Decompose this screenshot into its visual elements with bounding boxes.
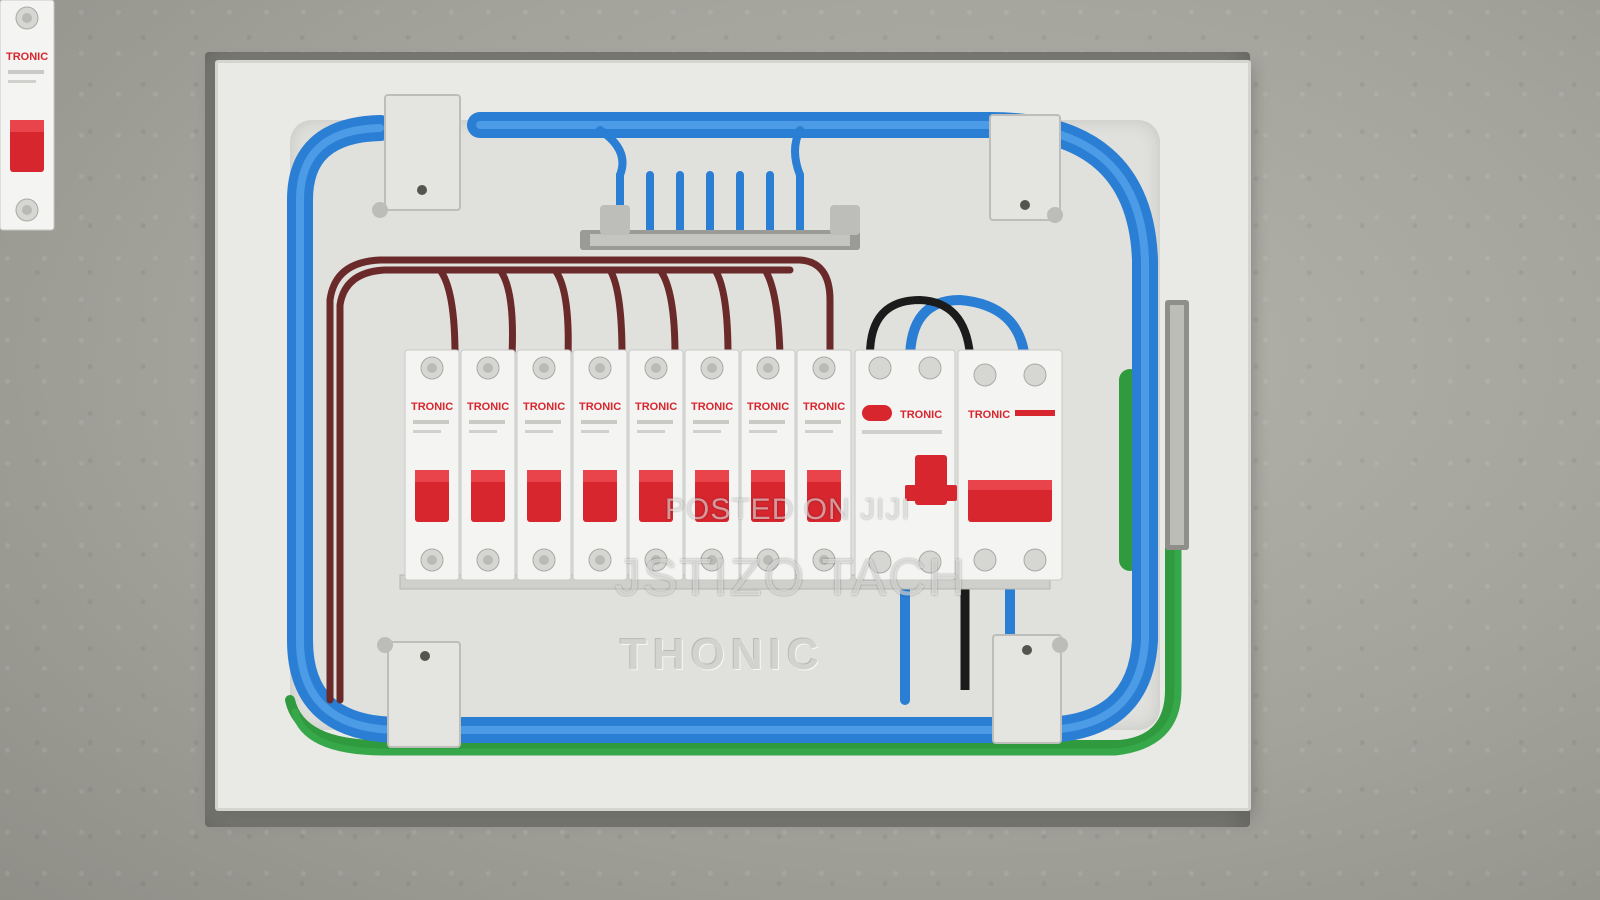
- double-pole-breaker: TRONIC: [957, 349, 1063, 581]
- mounting-brackets: [384, 94, 1062, 748]
- svg-text:TRONIC: TRONIC: [968, 409, 1010, 421]
- enclosure-brand-emboss: THONIC: [620, 630, 825, 679]
- black-wire: [866, 295, 974, 356]
- watermark-posted-on: POSTED ON JIJI: [665, 493, 911, 526]
- svg-text:TRONIC: TRONIC: [900, 409, 942, 421]
- neutral-busbar: [580, 205, 860, 250]
- watermark-seller-name: JSTIZO TACH: [615, 549, 968, 607]
- live-wires: [326, 256, 834, 704]
- rccb-breaker: TRONIC: [854, 349, 957, 581]
- earth-wires: [285, 369, 1182, 756]
- earth-busbar: [1165, 300, 1189, 550]
- single-pole-breakers: TRONIC: [0, 0, 852, 581]
- svg-text:TRONIC: TRONIC: [6, 51, 48, 63]
